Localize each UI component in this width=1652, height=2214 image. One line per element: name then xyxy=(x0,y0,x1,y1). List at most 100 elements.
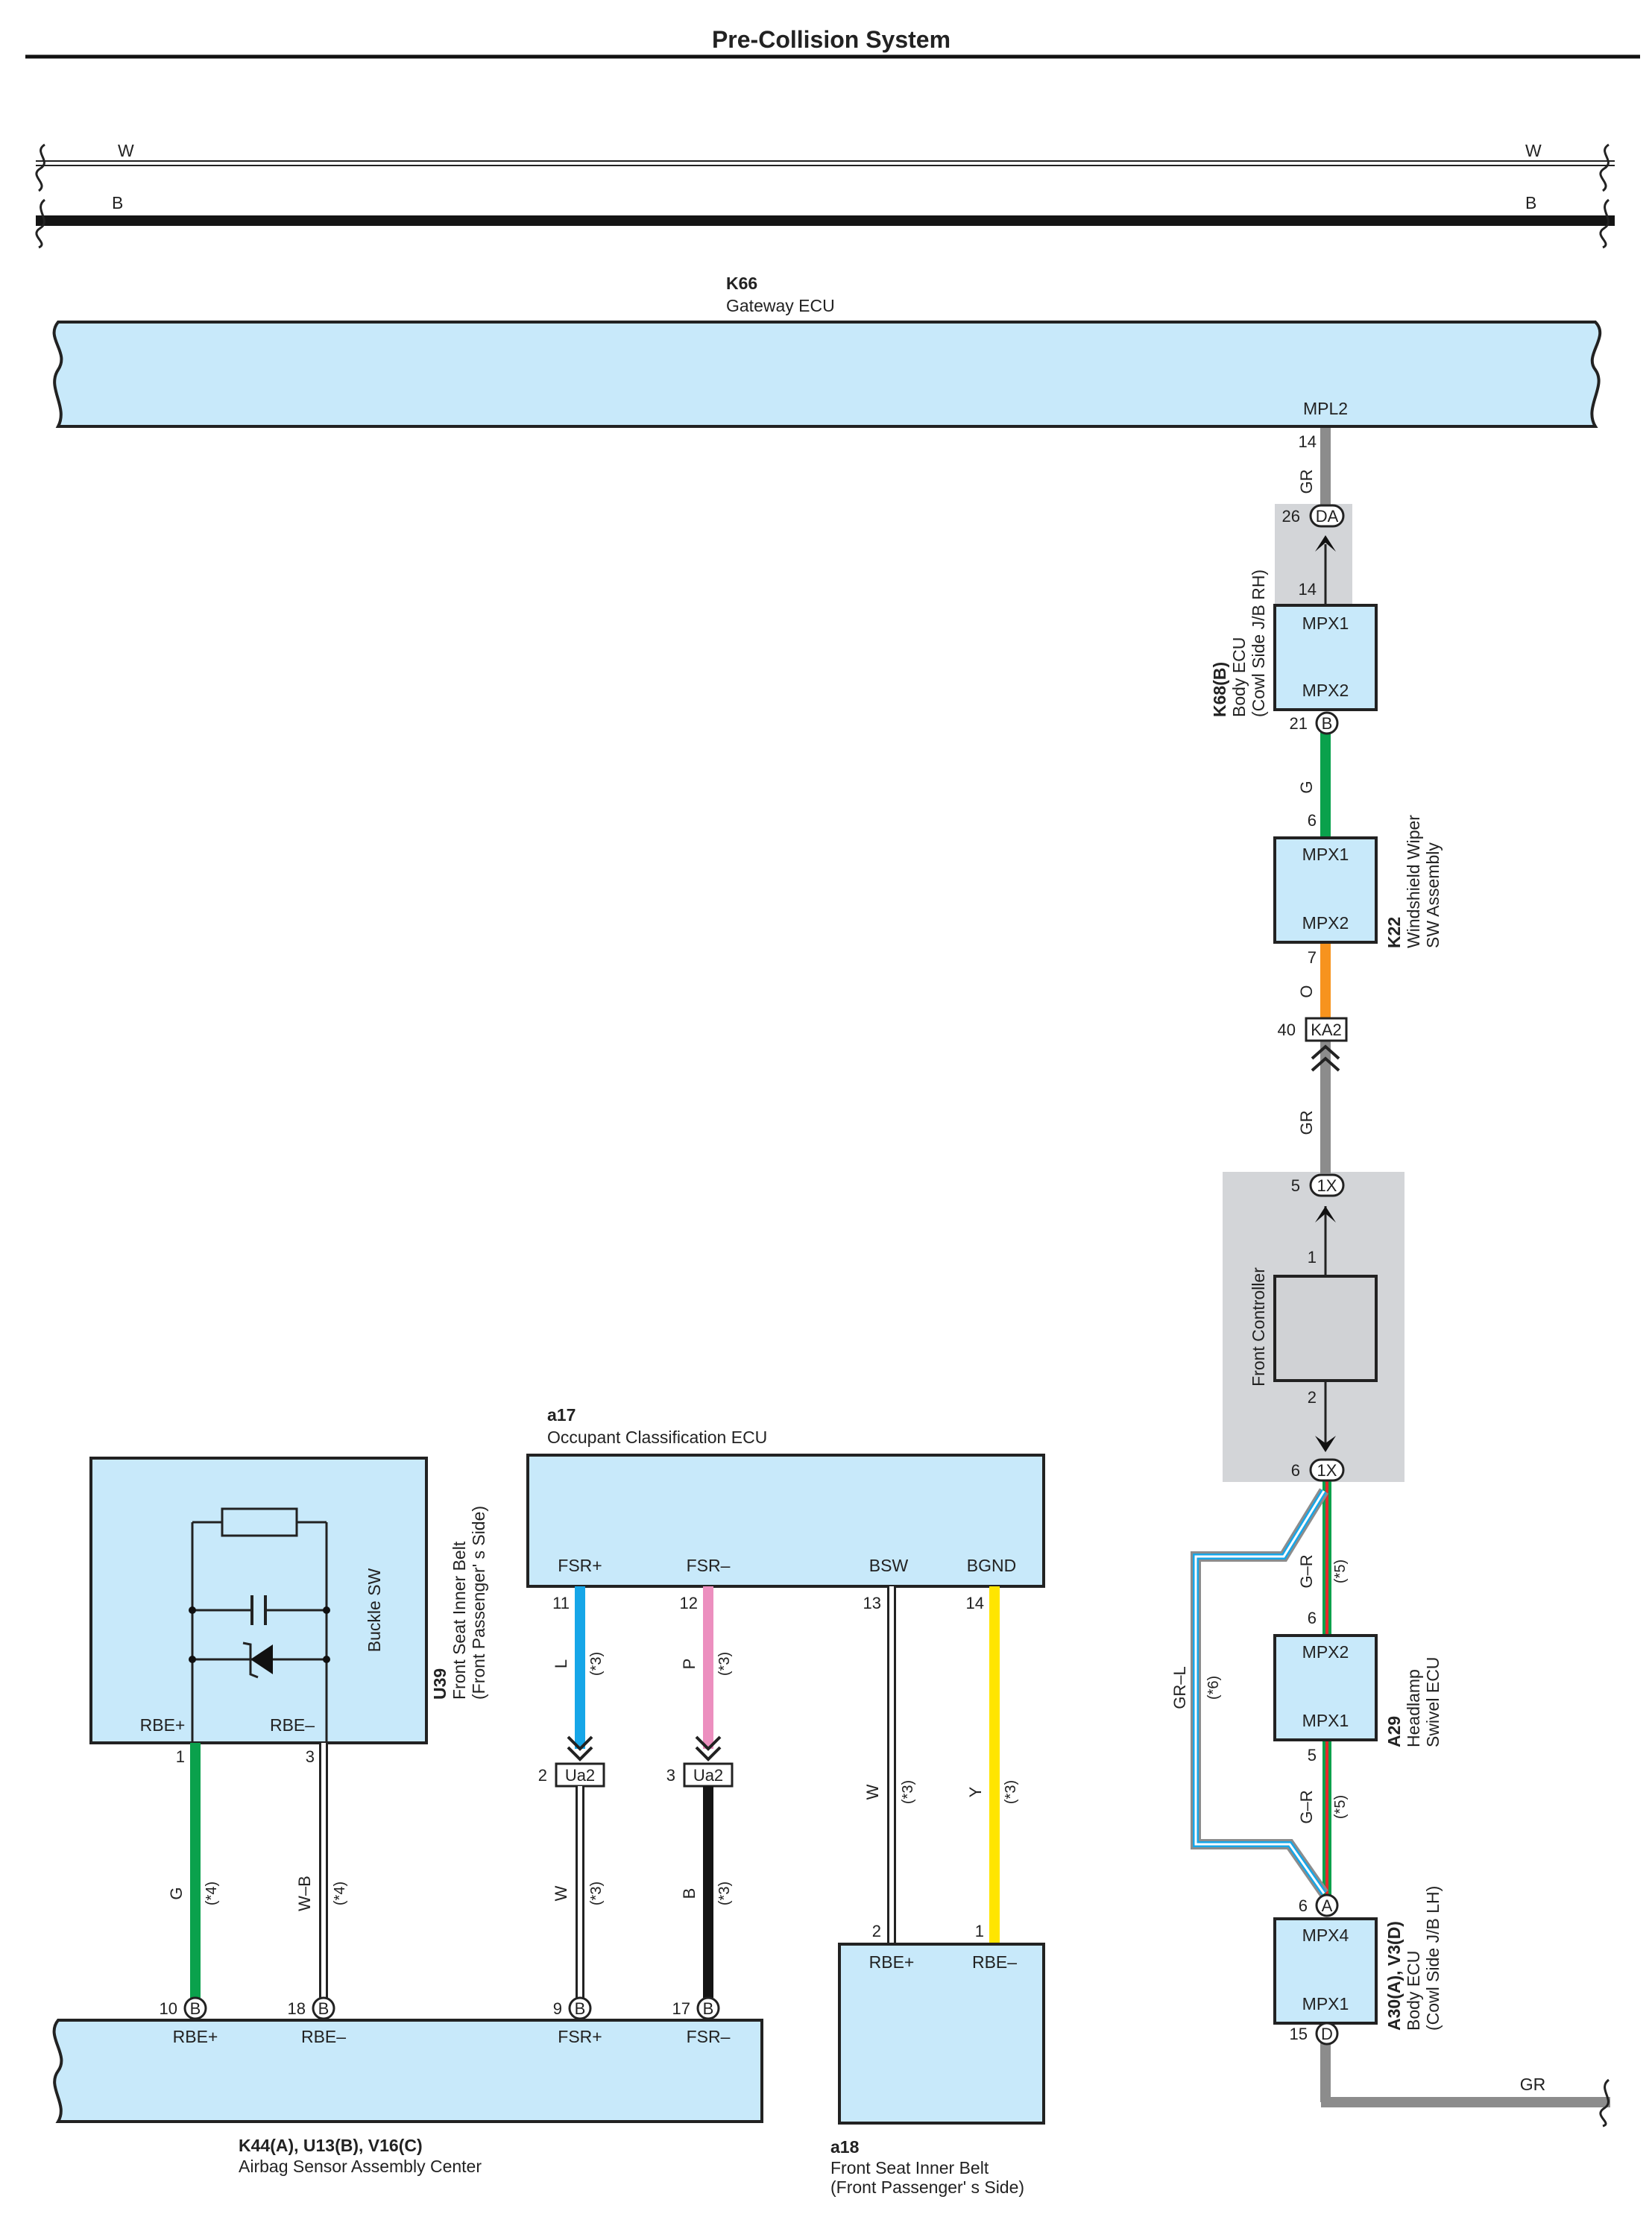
front-controller-box xyxy=(1273,1275,1378,1382)
u39-wb-wire-color: W–B xyxy=(295,1876,314,1911)
fc-bottom-connector xyxy=(1309,1458,1345,1482)
ua2-pin3: 3 xyxy=(666,1766,675,1785)
l-wire-color: L xyxy=(552,1659,570,1668)
ua2-left-label: Ua2 xyxy=(565,1766,595,1785)
u39-g-wire-color: G xyxy=(167,1887,186,1899)
a29-name2: Swivel ECU xyxy=(1423,1657,1443,1747)
k68-b-connector-label: B xyxy=(1322,714,1333,733)
k68-top-pin: 14 xyxy=(1299,580,1317,599)
a29-top-pin: 6 xyxy=(1308,1609,1317,1627)
p-wire-note: (*3) xyxy=(716,1652,733,1676)
u39-code: U39 xyxy=(430,1668,450,1700)
k68-b-connector xyxy=(1315,711,1339,735)
ua2-left-connector xyxy=(555,1762,605,1788)
k66-pin: 14 xyxy=(1299,432,1317,451)
a17-terminal-fsr-plus: FSR+ xyxy=(558,1556,602,1575)
ua2-left-chevron-icon xyxy=(567,1735,593,1762)
a17-box xyxy=(526,1454,1045,1588)
a18-w-wire-color: W xyxy=(863,1784,882,1800)
k44-terminal-rbe-plus: RBE+ xyxy=(173,2027,218,2046)
wire-gr-l-bypass xyxy=(1191,1488,1328,1897)
a29-box xyxy=(1273,1634,1378,1741)
fc-top-arrow-icon xyxy=(1315,1206,1336,1223)
front-controller-name: Front Controller xyxy=(1249,1267,1268,1387)
gateway-ecu-box xyxy=(52,321,1602,428)
k44-connector-b-4 xyxy=(696,1996,720,2020)
bus-break-left-w xyxy=(35,143,45,192)
fc-pin2: 2 xyxy=(1308,1388,1317,1407)
u39-box xyxy=(89,1457,428,1744)
ka2-wire-color: GR xyxy=(1297,1111,1316,1135)
k44-connector-b-1-label: B xyxy=(190,1999,201,2018)
a30-terminal-mpx4: MPX4 xyxy=(1302,1926,1349,1945)
fc-bottom-arrow-icon xyxy=(1315,1436,1336,1452)
k68-terminal-mpx1: MPX1 xyxy=(1302,614,1349,633)
a17-code: a17 xyxy=(547,1405,576,1425)
k22-name: Windshield Wiper xyxy=(1404,815,1423,948)
a30-location: (Cowl Side J/B LH) xyxy=(1423,1886,1443,2031)
k44-name: Airbag Sensor Assembly Center xyxy=(239,2157,482,2176)
buckle-sw-label: Buckle SW xyxy=(365,1568,384,1652)
k22-box xyxy=(1273,836,1378,944)
gr-out-wire-color: GR xyxy=(1520,2075,1546,2094)
da-connector-label: DA xyxy=(1316,507,1339,526)
a30-code: A30(A), V3(D) xyxy=(1384,1921,1404,2031)
bypass-wire-color: GR–L xyxy=(1170,1666,1189,1709)
k44-connector-b-2 xyxy=(312,1996,335,2020)
k22-terminal-mpx2: MPX2 xyxy=(1302,913,1349,933)
k44-b-wire-note: (*3) xyxy=(716,1882,733,1905)
k44-pin18: 18 xyxy=(288,1999,306,2018)
page-title: Pre-Collision System xyxy=(712,26,950,53)
da-connector xyxy=(1309,504,1345,528)
k68-code: K68(B) xyxy=(1210,662,1229,717)
a17-pin13: 13 xyxy=(863,1594,881,1612)
a18-y-wire-note: (*3) xyxy=(1003,1780,1019,1804)
a29-bottom-wire-color: G–R xyxy=(1297,1790,1316,1823)
gr-out-break xyxy=(1599,2078,1610,2128)
fc-bottom-pin: 6 xyxy=(1291,1461,1300,1480)
ua2-right-connector xyxy=(683,1762,734,1788)
k68-name: Body ECU xyxy=(1229,637,1249,717)
da-pin: 26 xyxy=(1282,507,1300,526)
k44-code: K44(A), U13(B), V16(C) xyxy=(239,2136,423,2155)
a29-code: A29 xyxy=(1384,1716,1404,1747)
k44-pin10: 10 xyxy=(160,1999,177,2018)
ua2-right-label: Ua2 xyxy=(693,1766,723,1785)
k44-connector-b-3-label: B xyxy=(575,1999,586,2018)
bus-break-right-b xyxy=(1599,198,1610,249)
k44-w-wire-note: (*3) xyxy=(588,1882,605,1905)
a18-terminal-rbe-minus: RBE– xyxy=(972,1952,1017,1972)
k44-terminal-rbe-minus: RBE– xyxy=(301,2027,346,2046)
k66-wire-color: GR xyxy=(1297,470,1316,494)
bus-lines xyxy=(35,143,1615,249)
bus-w-label-right: W xyxy=(1525,141,1542,160)
fc-top-connector xyxy=(1309,1173,1345,1197)
zener-diode-icon xyxy=(250,1644,273,1674)
bus-b-label-right: B xyxy=(1525,193,1536,212)
u39-wb-wire-note: (*4) xyxy=(332,1882,348,1905)
k68-box xyxy=(1273,604,1378,711)
p-wire-color: P xyxy=(680,1659,699,1670)
a18-box xyxy=(838,1943,1045,2125)
k22-wire-color: O xyxy=(1297,985,1316,997)
k66-terminal-mpl2: MPL2 xyxy=(1303,399,1348,418)
a29-bottom-wire-note: (*5) xyxy=(1332,1795,1349,1819)
bus-break-left-b xyxy=(35,198,46,249)
a29-name: Headlamp xyxy=(1404,1669,1423,1747)
a29-terminal-mpx1: MPX1 xyxy=(1302,1711,1349,1730)
a17-name: Occupant Classification ECU xyxy=(547,1428,767,1447)
k22-terminal-mpx1: MPX1 xyxy=(1302,845,1349,864)
k44-connector-b-2-label: B xyxy=(318,1999,330,2018)
k68-location: (Cowl Side J/B RH) xyxy=(1249,570,1268,717)
fc-top-connector-label: 1X xyxy=(1317,1176,1337,1195)
a30-a-connector xyxy=(1315,1893,1339,1917)
a30-bottom-pin: 15 xyxy=(1290,2025,1308,2043)
k44-connector-b-4-label: B xyxy=(703,1999,714,2018)
k22-code: K22 xyxy=(1384,917,1404,948)
ka2-connector xyxy=(1305,1017,1348,1042)
ka2-connector-label: KA2 xyxy=(1311,1021,1342,1039)
u39-pin1: 1 xyxy=(176,1747,185,1766)
a18-pin2: 2 xyxy=(872,1922,881,1940)
a18-pin1: 1 xyxy=(975,1922,984,1940)
a30-box xyxy=(1273,1917,1378,2025)
